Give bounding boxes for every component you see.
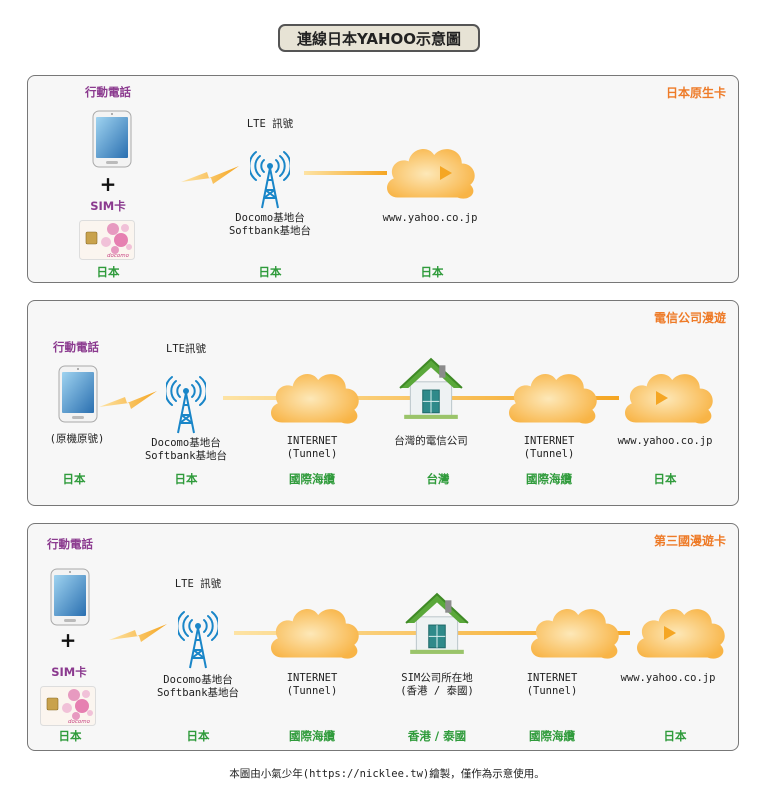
sim-brand: docomo: [68, 719, 91, 725]
yahoo-site-label: www.yahoo.co.jp: [620, 672, 716, 684]
phone-icon: [58, 365, 98, 423]
sim-label: SIM卡: [90, 199, 126, 213]
tower-label: Docomo基地台 Softbank基地台: [229, 212, 311, 238]
location-internet-2: 國際海纜: [529, 729, 575, 743]
internet-2-label: INTERNET (Tunnel): [524, 435, 575, 461]
location-site: 日本: [420, 265, 444, 279]
panel-third-country-sim: docomo 第三國漫遊卡 行動電話 + SIM卡 LTE 訊號 Docomo基…: [27, 523, 739, 751]
arrow-head: [664, 626, 676, 640]
sim-company-line1: SIM公司所在地: [401, 672, 473, 684]
plus-sign: +: [59, 628, 77, 652]
cell-tower-icon: [250, 151, 290, 209]
internet-1-line1: INTERNET: [286, 672, 338, 684]
internet-1-line2: (Tunnel): [286, 685, 338, 697]
internet-cloud-1-icon: [271, 608, 359, 659]
panel-1-artwork: docomo: [79, 110, 475, 260]
signal-bolt-icon: [99, 391, 157, 409]
location-house: 香港 / 泰國: [407, 729, 467, 743]
lte-label: LTE 訊號: [174, 578, 222, 590]
internet-1-label: INTERNET (Tunnel): [287, 435, 338, 461]
sim-brand: docomo: [107, 253, 130, 259]
sim-label: SIM卡: [51, 665, 87, 679]
phone-icon: [50, 568, 90, 626]
location-internet-1: 國際海纜: [289, 472, 335, 486]
internet-cloud-1-icon: [271, 373, 359, 424]
panel-1-tag: 日本原生卡: [665, 86, 726, 100]
internet-2-label: INTERNET (Tunnel): [527, 672, 578, 698]
location-tower: 日本: [186, 729, 210, 743]
internet-1-label: INTERNET (Tunnel): [287, 672, 338, 698]
phone-label: 行動電話: [53, 340, 99, 354]
internet-2-line1: INTERNET: [523, 435, 575, 447]
lte-label: LTE 訊號: [246, 118, 294, 130]
cell-tower-icon: [166, 376, 206, 434]
panel-carrier-roaming: 電信公司漫遊 行動電話 (原機原號) LTE訊號 Docomo基地台 Softb…: [27, 300, 739, 506]
internet-1-line1: INTERNET: [286, 435, 338, 447]
tower-label-line1: Docomo基地台: [235, 212, 305, 224]
arrow-head: [656, 391, 668, 405]
cell-tower-icon: [178, 611, 218, 669]
location-internet-1: 國際海纜: [289, 729, 335, 743]
tower-label: Docomo基地台 Softbank基地台: [145, 437, 227, 463]
sim-company-house-icon: [405, 593, 469, 655]
tower-label: Docomo基地台 Softbank基地台: [157, 674, 239, 700]
phone-label: 行動電話: [85, 85, 131, 99]
location-site: 日本: [663, 729, 687, 743]
location-tower: 日本: [174, 472, 198, 486]
phone-sub-label: (原機原號): [49, 433, 105, 445]
location-internet-2: 國際海纜: [526, 472, 572, 486]
arrow-head: [440, 166, 452, 180]
yahoo-cloud-icon: [625, 373, 713, 424]
internet-2-line2: (Tunnel): [526, 685, 578, 697]
panel-2-tag: 電信公司漫遊: [653, 311, 726, 325]
internet-2-line1: INTERNET: [526, 672, 578, 684]
internet-1-line2: (Tunnel): [286, 448, 338, 460]
panel-3-artwork: docomo: [40, 568, 725, 726]
yahoo-site-label: www.yahoo.co.jp: [382, 212, 478, 224]
diagram-title: 連線日本YAHOO示意圖: [278, 24, 480, 52]
location-tower: 日本: [258, 265, 282, 279]
location-phone: 日本: [62, 472, 86, 486]
internet-cloud-2-icon: [531, 608, 619, 659]
signal-bolt-icon: [109, 624, 167, 642]
tower-label-line2: Softbank基地台: [156, 687, 240, 699]
phone-label: 行動電話: [47, 537, 93, 551]
internet-cloud-2-icon: [509, 373, 597, 424]
plus-sign: +: [99, 172, 117, 196]
sim-company-line2: (香港 / 泰國): [400, 685, 474, 697]
location-house: 台灣: [426, 472, 450, 486]
panel-2-artwork: [58, 358, 713, 434]
tower-label-line1: Docomo基地台: [163, 674, 233, 686]
panel-japan-native-sim: docomo 日本原生卡 行動電話 + SIM卡 LTE 訊號 Docomo基地…: [27, 75, 739, 283]
phone-icon: [92, 110, 132, 168]
panel-3-tag: 第三國漫遊卡: [653, 534, 726, 548]
signal-bolt-icon: [181, 166, 239, 184]
footer-credit: 本圖由小氣少年(https://nicklee.tw)繪製，僅作為示意使用。: [229, 768, 545, 780]
yahoo-site-label: www.yahoo.co.jp: [617, 435, 713, 447]
location-phone: 日本: [96, 265, 120, 279]
connection-arrow: [304, 171, 387, 175]
tower-label-line1: Docomo基地台: [151, 437, 221, 449]
location-site: 日本: [653, 472, 677, 486]
tower-label-line2: Softbank基地台: [228, 225, 312, 237]
internet-2-line2: (Tunnel): [523, 448, 575, 460]
yahoo-cloud-icon: [637, 608, 725, 659]
lte-label: LTE訊號: [166, 343, 206, 355]
sim-company-label: SIM公司所在地 (香港 / 泰國): [400, 672, 474, 698]
internet-cloud-icon: [387, 148, 475, 199]
location-phone: 日本: [58, 729, 82, 743]
house-label: 台灣的電信公司: [394, 435, 468, 447]
carrier-house-icon: [399, 358, 463, 420]
tower-label-line2: Softbank基地台: [144, 450, 228, 462]
